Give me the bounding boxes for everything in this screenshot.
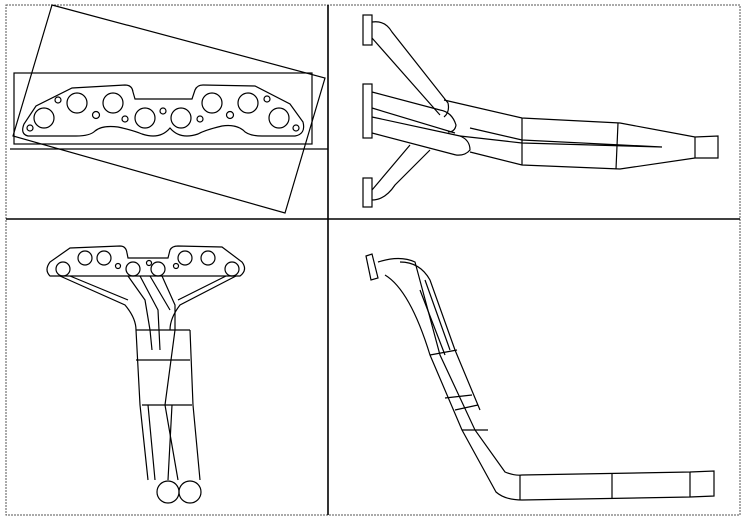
gasket-bolt-holes	[26, 95, 300, 132]
front-ports	[55, 250, 240, 277]
front-gasket-outline	[46, 245, 246, 277]
outlet-left	[156, 480, 180, 504]
front-pipes	[59, 275, 237, 481]
viewport-bottom-left[interactable]	[46, 245, 246, 504]
profile-pipes	[377, 257, 715, 501]
drawing-border	[5, 4, 741, 516]
header-pipes	[371, 21, 719, 201]
viewport-top-right[interactable]	[362, 14, 719, 208]
gasket-ports	[33, 92, 290, 129]
viewport-bottom-right[interactable]	[365, 253, 715, 501]
profile-flange	[365, 253, 379, 281]
bounding-box	[13, 72, 313, 145]
outlet-right	[178, 480, 202, 504]
gasket-outline	[22, 84, 305, 137]
viewport-top-left[interactable]	[10, 4, 328, 214]
rotated-bounding-box	[12, 4, 326, 214]
flanges	[362, 14, 373, 208]
